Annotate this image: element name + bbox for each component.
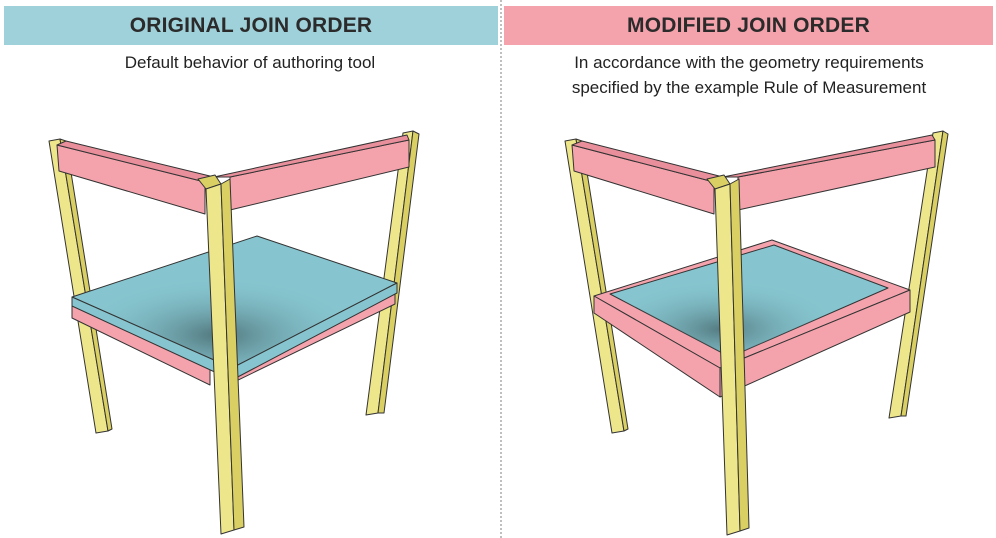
modified-caption: In accordance with the geometry requirem… [502, 50, 996, 100]
right-top-rail [722, 134, 936, 211]
right-top-rail [213, 134, 410, 211]
modified-caption-line-1: In accordance with the geometry requirem… [574, 53, 924, 72]
left-top-rail [56, 140, 215, 215]
original-caption: Default behavior of authoring tool [0, 50, 500, 75]
left-top-rail [571, 140, 724, 215]
panel-divider [500, 0, 502, 538]
modified-join-order-banner: MODIFIED JOIN ORDER [504, 6, 993, 45]
back-right-leg [365, 130, 420, 416]
original-join-order-panel: ORIGINAL JOIN ORDER Default behavior of … [0, 6, 500, 535]
back-left-leg [564, 138, 629, 434]
original-caption-line-1: Default behavior of authoring tool [124, 53, 376, 72]
modified-join-order-panel: MODIFIED JOIN ORDER In accordance with t… [502, 0, 996, 538]
back-right-leg [888, 130, 949, 419]
back-left-leg [48, 138, 113, 434]
original-table-drawing [48, 130, 420, 535]
modified-table-drawing [564, 130, 949, 536]
modified-caption-line-2: specified by the example Rule of Measure… [571, 78, 927, 97]
original-join-order-banner: ORIGINAL JOIN ORDER [4, 6, 498, 45]
front-corner-leg [706, 174, 750, 536]
front-corner-leg [197, 174, 245, 535]
